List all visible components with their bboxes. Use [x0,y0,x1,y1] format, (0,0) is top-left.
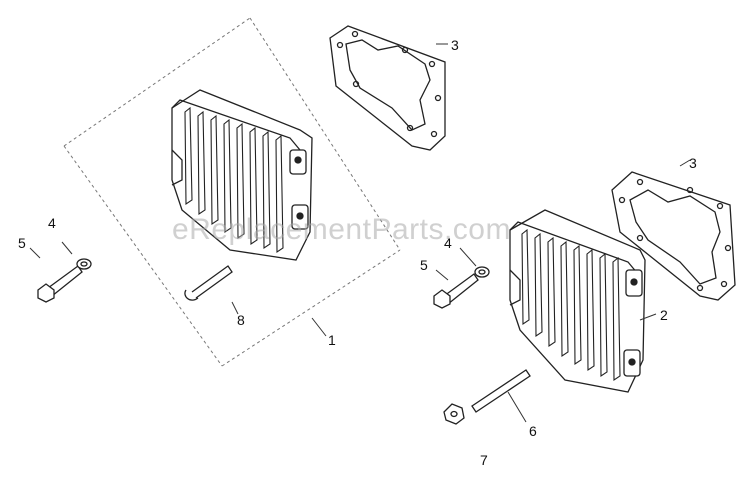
stud [471,369,531,413]
washer-right [474,266,490,278]
callout-1: 1 [328,332,336,348]
cylinder-head-left [171,89,313,261]
head-gasket-top [329,25,446,151]
nut [443,403,465,425]
watermark-text: eReplacementParts.com [172,213,511,246]
callout-7: 7 [480,452,488,468]
dowel-clip [184,265,233,301]
assembly-outline-1 [63,17,401,367]
callout-5-left: 5 [18,235,26,251]
callout-4-left: 4 [48,215,56,231]
callout-4-right: 4 [444,235,452,251]
callout-5-right: 5 [420,257,428,273]
cylinder-head-right [509,209,646,393]
callout-2: 2 [660,307,668,323]
washer-left [76,258,92,270]
callout-6: 6 [529,423,537,439]
bolt-right [433,273,479,309]
head-gasket-right [611,171,736,301]
leader-lines [29,43,691,423]
callout-3-top: 3 [451,37,459,53]
callout-3-right: 3 [689,155,697,171]
callout-8: 8 [237,312,245,328]
bolt-left [37,265,83,303]
